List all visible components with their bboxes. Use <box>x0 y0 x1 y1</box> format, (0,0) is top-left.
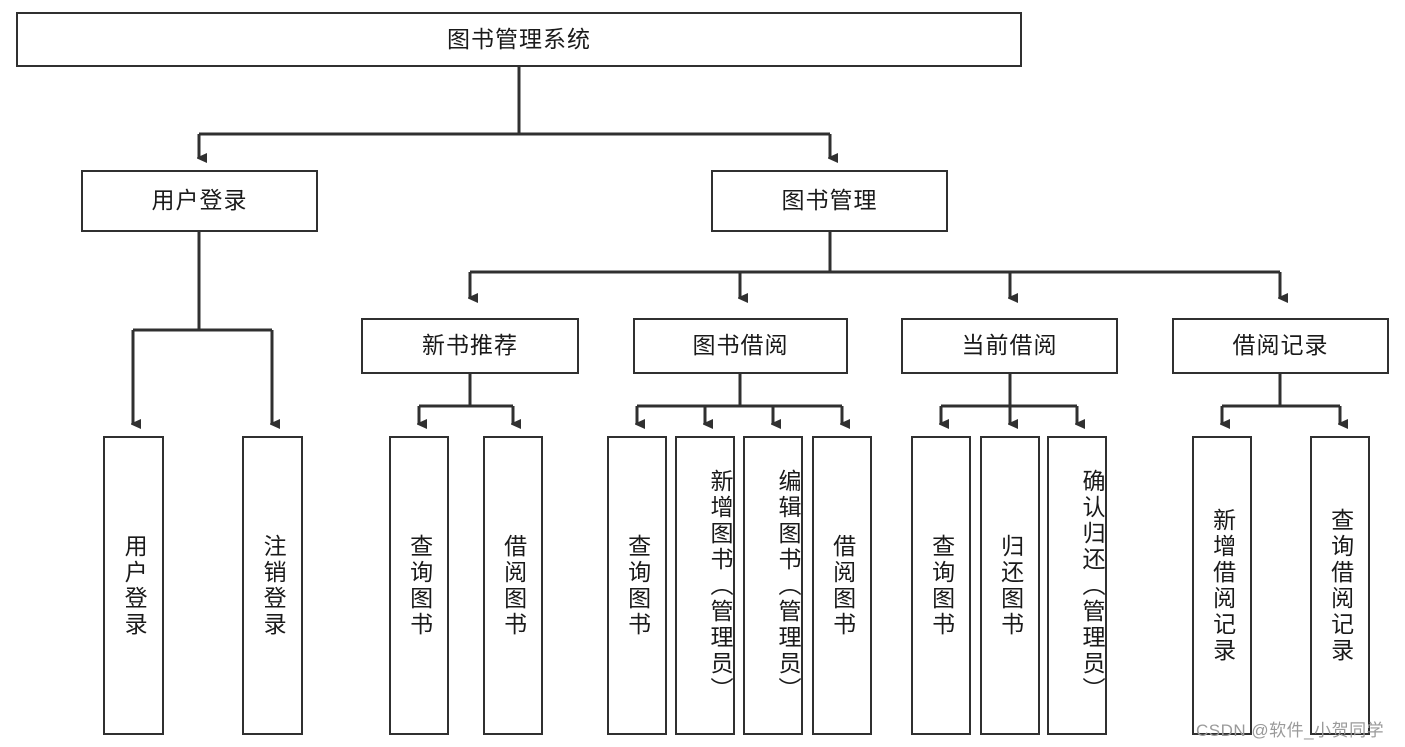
node-label: 查询图书 <box>928 533 955 638</box>
node-leaf-confirm-return[interactable]: 确认归还（管理员） <box>1047 436 1107 735</box>
node-label: 查询图书 <box>624 533 651 638</box>
node-borrow-record[interactable]: 借阅记录 <box>1172 318 1389 374</box>
node-label: 当前借阅 <box>961 332 1058 359</box>
node-label: 注销登录 <box>260 533 287 638</box>
node-label: 图书借阅 <box>692 332 789 359</box>
node-label: 新增借阅记录 <box>1209 507 1236 664</box>
node-user-login[interactable]: 用户登录 <box>81 170 318 232</box>
node-current-borrow[interactable]: 当前借阅 <box>901 318 1118 374</box>
node-new-book-recommend[interactable]: 新书推荐 <box>361 318 579 374</box>
node-book-borrow[interactable]: 图书借阅 <box>633 318 848 374</box>
node-leaf-return-book[interactable]: 归还图书 <box>980 436 1040 735</box>
node-book-management-system[interactable]: 图书管理系统 <box>16 12 1022 67</box>
node-leaf-query-book-current[interactable]: 查询图书 <box>911 436 971 735</box>
node-leaf-add-record[interactable]: 新增借阅记录 <box>1192 436 1252 735</box>
node-label: 新书推荐 <box>422 332 518 359</box>
node-label: 借阅图书 <box>500 533 527 638</box>
node-leaf-borrow-book-new[interactable]: 借阅图书 <box>483 436 543 735</box>
watermark-text: CSDN @软件_小贺同学 <box>1196 721 1385 740</box>
node-leaf-query-book-borrow[interactable]: 查询图书 <box>607 436 667 735</box>
node-label: 归还图书 <box>997 533 1024 638</box>
node-leaf-logout-login[interactable]: 注销登录 <box>242 436 303 735</box>
node-label: 编辑图书（管理员） <box>775 468 801 703</box>
node-leaf-user-login[interactable]: 用户登录 <box>103 436 164 735</box>
node-label: 查询借阅记录 <box>1327 507 1354 664</box>
node-label: 查询图书 <box>406 533 433 638</box>
node-book-management[interactable]: 图书管理 <box>711 170 948 232</box>
node-label: 用户登录 <box>151 187 248 214</box>
node-label: 图书管理系统 <box>447 25 591 52</box>
node-label: 确认归还（管理员） <box>1079 468 1105 703</box>
node-leaf-add-book[interactable]: 新增图书（管理员） <box>675 436 735 735</box>
node-label: 借阅图书 <box>829 533 856 638</box>
node-label: 用户登录 <box>121 533 148 638</box>
node-label: 图书管理 <box>781 187 878 214</box>
node-leaf-edit-book[interactable]: 编辑图书（管理员） <box>743 436 803 735</box>
node-leaf-query-record[interactable]: 查询借阅记录 <box>1310 436 1370 735</box>
node-leaf-query-book-new[interactable]: 查询图书 <box>389 436 449 735</box>
node-label: 借阅记录 <box>1232 332 1329 359</box>
node-label: 新增图书（管理员） <box>707 468 733 703</box>
node-leaf-borrow-book-borrow[interactable]: 借阅图书 <box>812 436 872 735</box>
